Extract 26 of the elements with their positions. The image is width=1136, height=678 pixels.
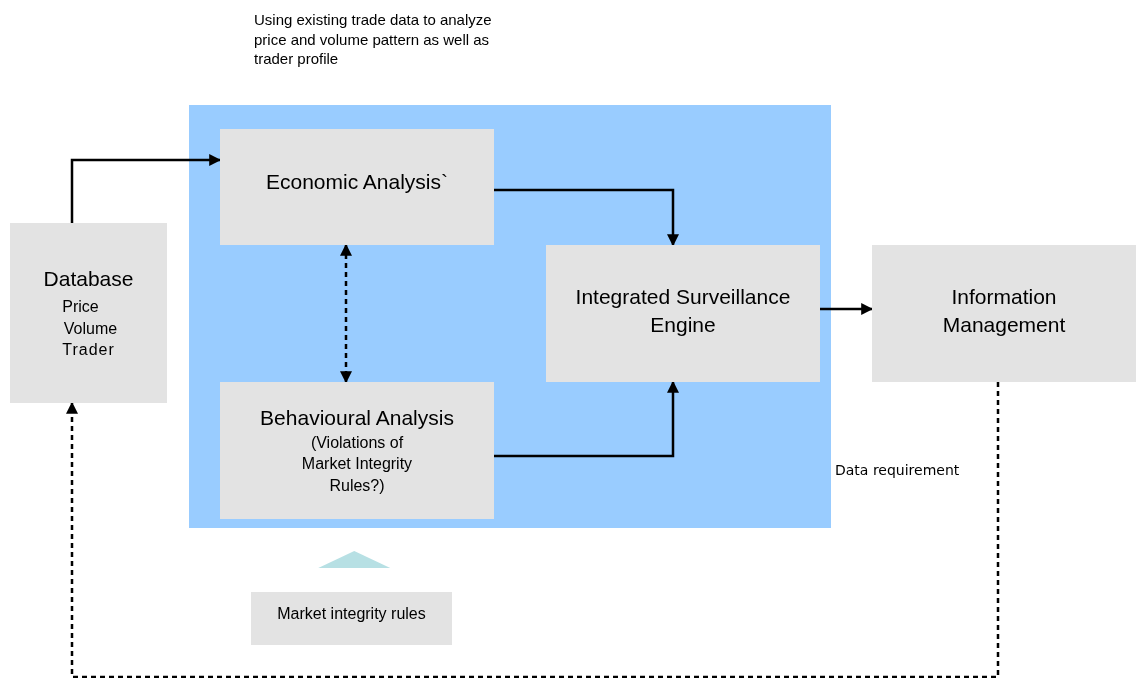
process-box: [546, 245, 820, 382]
arrow: [494, 188, 679, 247]
arrow: [820, 303, 874, 315]
process-box: [220, 129, 494, 245]
analysis-panel: [189, 105, 831, 528]
chevron-arrow: [318, 551, 391, 568]
process-box: [251, 592, 452, 645]
process-box: [220, 382, 494, 519]
box-title: Integrated Surveillance Engine: [574, 284, 792, 338]
edge-label: Data requirement: [834, 462, 961, 478]
box-title: Economic Analysis`: [265, 169, 449, 196]
box-title: Information Management: [941, 284, 1067, 338]
box-subtext: Trader: [62, 340, 115, 361]
box-title: Behavioural Analysis: [260, 405, 454, 432]
note-text: Using existing trade data to analyze price and volume pattern as well as trader profile: [254, 10, 493, 69]
arrow: [494, 380, 679, 458]
box-title: Market integrity rules: [277, 603, 426, 624]
process-box: [10, 223, 167, 403]
box-subtext: (Violations of Market Integrity Rules?): [300, 432, 414, 496]
box-subtext: Price: [62, 297, 99, 318]
arrow: [70, 154, 222, 223]
box-subtext: Volume: [63, 318, 118, 339]
box-title: Database: [43, 265, 134, 292]
dashed-arrow: [66, 382, 1000, 678]
process-box: [872, 245, 1136, 382]
dashed-arrow: [340, 243, 352, 384]
